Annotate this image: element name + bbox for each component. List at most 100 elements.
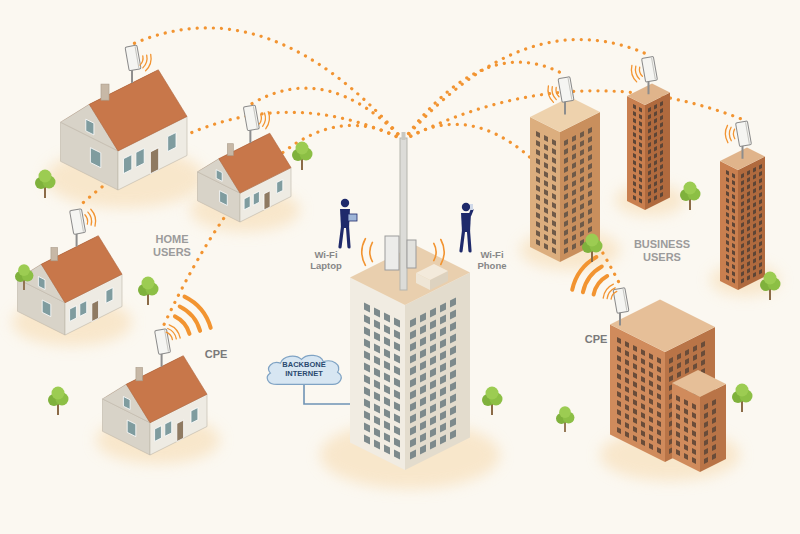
window xyxy=(747,268,750,274)
signal-waves xyxy=(434,240,444,265)
group-label: HOME USERS xyxy=(144,233,200,258)
window xyxy=(440,423,446,433)
window xyxy=(639,149,642,155)
antenna-panel-face xyxy=(125,45,141,71)
window xyxy=(660,143,663,149)
window xyxy=(633,435,637,442)
window xyxy=(704,421,708,428)
window xyxy=(364,339,370,349)
window xyxy=(580,140,584,147)
window xyxy=(617,427,621,434)
window xyxy=(450,418,456,428)
window xyxy=(641,385,645,392)
window xyxy=(747,170,750,176)
window xyxy=(660,129,663,135)
window xyxy=(759,171,762,177)
cpe-antenna xyxy=(70,209,86,247)
window xyxy=(741,229,744,235)
house xyxy=(198,105,292,222)
window xyxy=(384,397,390,407)
window xyxy=(580,230,584,237)
window xyxy=(753,195,756,201)
window xyxy=(726,198,729,204)
window xyxy=(639,163,642,169)
window xyxy=(430,404,436,414)
window xyxy=(654,188,657,194)
window xyxy=(430,428,436,438)
window xyxy=(580,167,584,174)
signal-wave xyxy=(607,288,615,299)
window xyxy=(753,265,756,271)
signal-wave xyxy=(168,329,177,339)
window xyxy=(741,222,744,228)
window xyxy=(364,387,370,397)
window xyxy=(654,181,657,187)
window xyxy=(625,404,629,411)
signal-waves xyxy=(259,112,269,129)
window xyxy=(410,426,416,436)
window xyxy=(536,149,540,156)
window xyxy=(625,359,629,366)
scene xyxy=(15,45,781,472)
window xyxy=(384,385,390,395)
window xyxy=(440,387,446,397)
window xyxy=(430,332,436,342)
window xyxy=(633,345,637,352)
window xyxy=(450,298,456,308)
window xyxy=(410,450,416,460)
window xyxy=(253,191,259,205)
window xyxy=(759,241,762,247)
window xyxy=(684,426,688,433)
antenna-mast xyxy=(648,80,650,94)
window xyxy=(552,175,556,182)
window xyxy=(410,402,416,412)
window xyxy=(726,268,729,274)
chimney xyxy=(101,84,109,100)
signal-wave xyxy=(594,276,608,294)
window xyxy=(440,399,446,409)
device-label: Wi-Fi Phone xyxy=(472,250,512,272)
window xyxy=(639,107,642,113)
window xyxy=(759,206,762,212)
cpe-label: CPE xyxy=(585,333,608,346)
window xyxy=(564,157,568,164)
antenna-mast xyxy=(131,69,133,83)
window xyxy=(588,217,592,224)
window xyxy=(440,339,446,349)
antenna-panel-face xyxy=(243,105,259,131)
window xyxy=(552,238,556,245)
window xyxy=(625,368,629,375)
window xyxy=(747,261,750,267)
window xyxy=(753,167,756,173)
window xyxy=(759,199,762,205)
window xyxy=(726,212,729,218)
antenna-mast xyxy=(249,129,251,143)
window xyxy=(759,248,762,254)
window xyxy=(732,208,735,214)
window xyxy=(420,409,426,419)
window xyxy=(654,146,657,152)
window xyxy=(676,404,680,411)
window xyxy=(384,421,390,431)
window xyxy=(692,448,696,455)
window xyxy=(732,173,735,179)
window xyxy=(639,128,642,134)
office-block-right xyxy=(700,384,726,472)
window xyxy=(536,185,540,192)
window xyxy=(430,416,436,426)
office-tower-left xyxy=(720,161,738,290)
window xyxy=(654,125,657,131)
antenna-panel-face xyxy=(642,56,658,82)
window xyxy=(384,313,390,323)
window xyxy=(692,412,696,419)
window xyxy=(536,221,540,228)
window xyxy=(588,181,592,188)
arm xyxy=(470,210,472,215)
window xyxy=(747,254,750,260)
window xyxy=(759,178,762,184)
person-head xyxy=(462,203,470,211)
window xyxy=(657,366,661,373)
tree xyxy=(732,384,753,413)
window xyxy=(747,191,750,197)
door xyxy=(177,420,184,442)
